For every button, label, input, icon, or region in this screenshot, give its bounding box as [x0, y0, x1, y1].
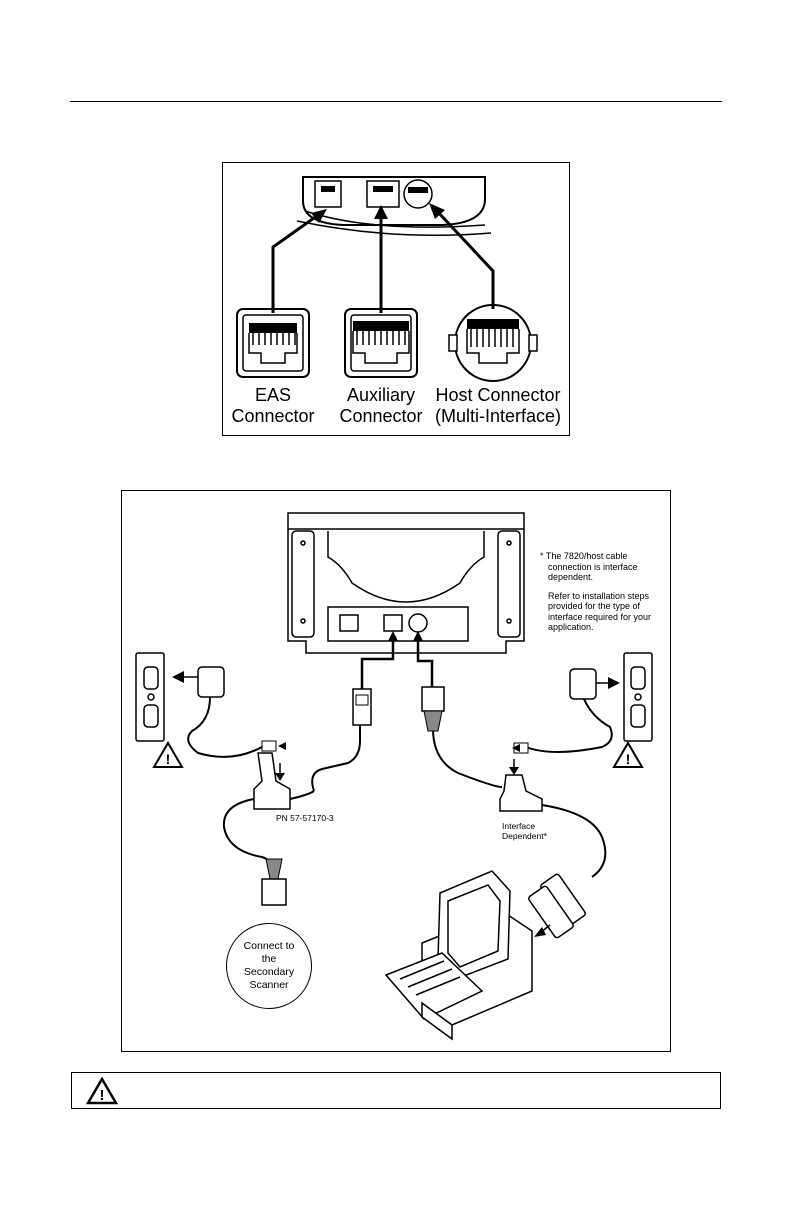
- svg-text:!: !: [626, 751, 631, 767]
- svg-text:!: !: [166, 751, 171, 767]
- cabling-figure: ! !: [121, 490, 671, 1052]
- eas-port-small: [315, 181, 341, 207]
- host-computer: [386, 871, 532, 1025]
- scanner-base: [288, 513, 524, 653]
- aux-port-small: [367, 181, 399, 207]
- eas-connector: [237, 309, 309, 377]
- secondary-scanner-callout: Connect to the Secondary Scanner: [226, 923, 312, 1009]
- warning-triangle-icon: !: [86, 1077, 118, 1105]
- header-rule: [70, 101, 722, 102]
- left-outlet: [136, 653, 164, 741]
- serial-connector: [528, 873, 587, 939]
- part-number-label: PN 57-57170-3: [276, 813, 334, 823]
- caution-box: !: [71, 1072, 721, 1109]
- host-connector-label: Host Connector(Multi-Interface): [435, 385, 561, 427]
- right-outlet: [624, 653, 652, 741]
- svg-text:!: !: [100, 1087, 105, 1104]
- interface-dependent-label: Interface Dependent*: [502, 821, 547, 841]
- host-port-small: [404, 180, 432, 208]
- cable-note: * The 7820/host cable connection is inte…: [540, 551, 651, 633]
